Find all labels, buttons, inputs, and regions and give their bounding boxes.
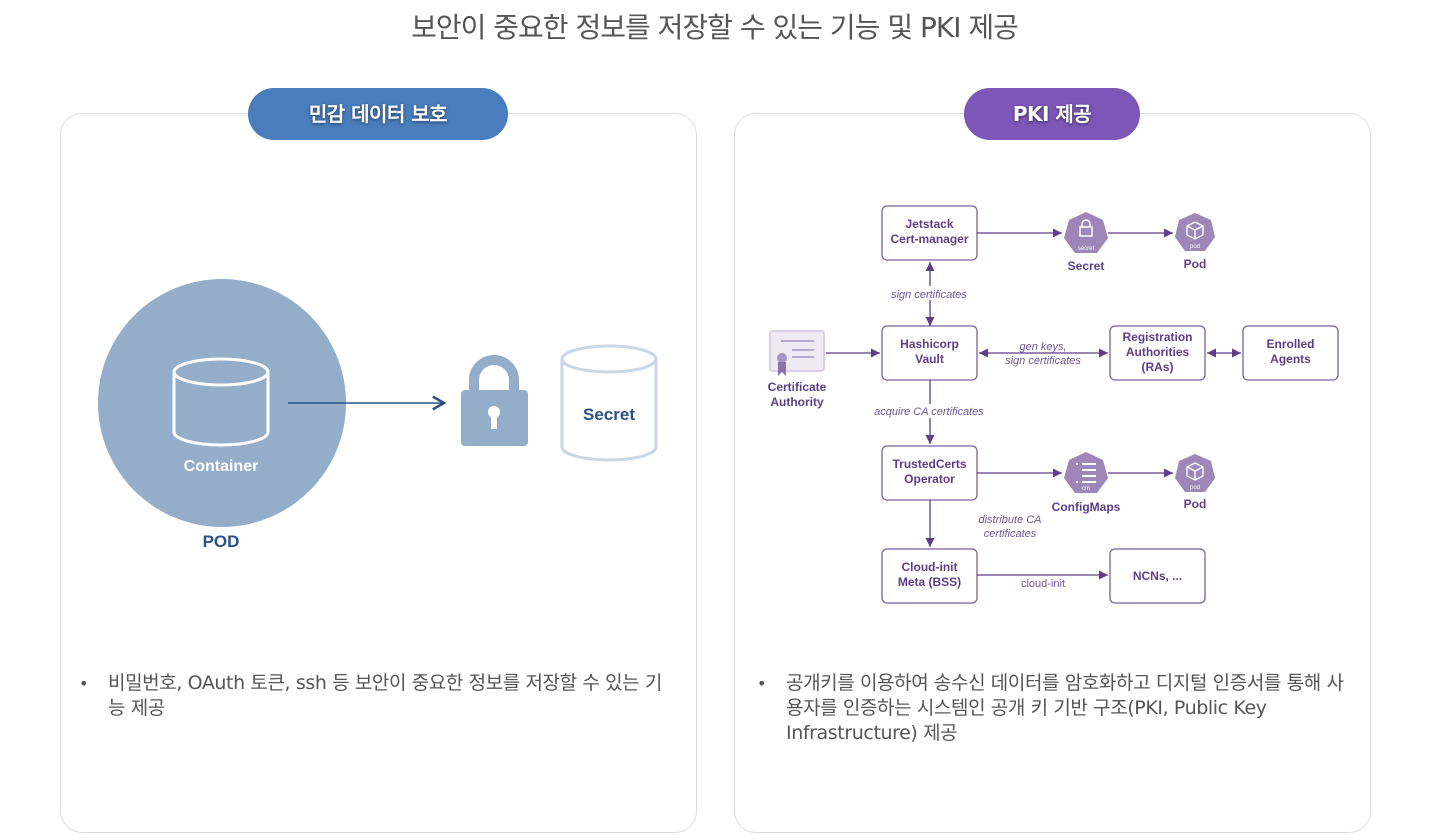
node-vault: Hashicorp Vault bbox=[881, 325, 978, 381]
svg-text:Hashicorp: Hashicorp bbox=[900, 337, 959, 351]
k8s-secret-icon: secret Secret bbox=[1064, 212, 1108, 273]
svg-text:Meta (BSS): Meta (BSS) bbox=[898, 575, 961, 589]
edge-label-gen-keys-sign: sign certificates bbox=[1005, 355, 1081, 367]
edge-label-sign-certificates: sign certificates bbox=[891, 289, 967, 301]
svg-text:(RAs): (RAs) bbox=[1142, 360, 1174, 374]
edge-label-distribute-ca: distribute CA bbox=[979, 514, 1042, 526]
svg-text:Certificate: Certificate bbox=[768, 380, 827, 394]
bullet-icon: • bbox=[79, 674, 89, 693]
pki-diagram: Jetstack Cert-manager Hashicorp Vault Re… bbox=[768, 205, 1339, 604]
k8s-configmap-icon: cm ConfigMaps bbox=[1052, 452, 1121, 514]
node-enrolled-agents: Enrolled Agents bbox=[1242, 325, 1339, 381]
pod-circle bbox=[98, 279, 346, 527]
edge-label-cloud-init: cloud-init bbox=[1021, 578, 1065, 590]
node-registration-authorities: Registration Authorities (RAs) bbox=[1109, 325, 1206, 381]
svg-text:cm: cm bbox=[1082, 486, 1090, 492]
sensitive-data-badge: 민감 데이터 보호 bbox=[248, 88, 508, 140]
edge-label-distribute-ca-2: certificates bbox=[984, 528, 1037, 540]
svg-text:Authority: Authority bbox=[770, 395, 824, 409]
svg-text:secret: secret bbox=[1078, 246, 1095, 252]
svg-text:NCNs, ...: NCNs, ... bbox=[1133, 569, 1182, 583]
svg-text:ConfigMaps: ConfigMaps bbox=[1052, 500, 1121, 514]
svg-text:Secret: Secret bbox=[1068, 259, 1105, 273]
sensitive-data-description: • 비밀번호, OAuth 토큰, ssh 등 보안이 중요한 정보를 저장할 … bbox=[79, 671, 668, 721]
page-title: 보안이 중요한 정보를 저장할 수 있는 기능 및 PKI 제공 bbox=[411, 11, 1019, 44]
svg-text:Cert-manager: Cert-manager bbox=[890, 232, 968, 246]
svg-text:Pod: Pod bbox=[1184, 497, 1207, 511]
node-ncns: NCNs, ... bbox=[1109, 548, 1206, 604]
svg-text:Authorities: Authorities bbox=[1126, 345, 1190, 359]
edge-label-acquire-ca: acquire CA certificates bbox=[874, 406, 984, 418]
node-cloud-init-meta: Cloud-init Meta (BSS) bbox=[881, 548, 978, 604]
node-cert-manager: Jetstack Cert-manager bbox=[881, 205, 978, 261]
svg-text:Pod: Pod bbox=[1184, 257, 1207, 271]
svg-text:Operator: Operator bbox=[904, 472, 955, 486]
svg-text:Registration: Registration bbox=[1122, 330, 1192, 344]
svg-text:Enrolled: Enrolled bbox=[1266, 337, 1314, 351]
svg-text:TrustedCerts: TrustedCerts bbox=[892, 457, 966, 471]
pki-badge: PKI 제공 bbox=[964, 88, 1140, 140]
svg-text:pod: pod bbox=[1190, 485, 1200, 491]
node-trustedcerts-operator: TrustedCerts Operator bbox=[881, 445, 978, 501]
bullet-icon: • bbox=[757, 674, 767, 693]
k8s-pod-icon-2: pod Pod bbox=[1175, 454, 1215, 511]
container-label: Container bbox=[184, 458, 259, 475]
pki-description: • 공개키를 이용하여 송수신 데이터를 암호화하고 디지털 인증서를 통해 사… bbox=[757, 671, 1346, 746]
svg-text:Vault: Vault bbox=[915, 352, 944, 366]
certificate-icon: Certificate Authority bbox=[768, 330, 827, 409]
svg-text:pod: pod bbox=[1190, 244, 1200, 250]
edge-label-gen-keys: gen keys, bbox=[1019, 341, 1066, 353]
sensitive-data-text: 비밀번호, OAuth 토큰, ssh 등 보안이 중요한 정보를 저장할 수 … bbox=[108, 672, 662, 719]
secret-label: Secret bbox=[583, 405, 635, 424]
container-cylinder-icon bbox=[172, 357, 270, 447]
pod-diagram: Container POD Secret bbox=[98, 279, 658, 551]
pki-text: 공개키를 이용하여 송수신 데이터를 암호화하고 디지털 인증서를 통해 사용자… bbox=[786, 672, 1344, 744]
svg-text:Jetstack: Jetstack bbox=[905, 217, 953, 231]
padlock-icon bbox=[461, 355, 528, 446]
secret-cylinder-icon bbox=[560, 344, 658, 462]
pod-label: POD bbox=[203, 532, 240, 551]
k8s-pod-icon: pod Pod bbox=[1175, 213, 1215, 271]
svg-text:Cloud-init: Cloud-init bbox=[902, 560, 958, 574]
svg-text:Agents: Agents bbox=[1270, 352, 1311, 366]
